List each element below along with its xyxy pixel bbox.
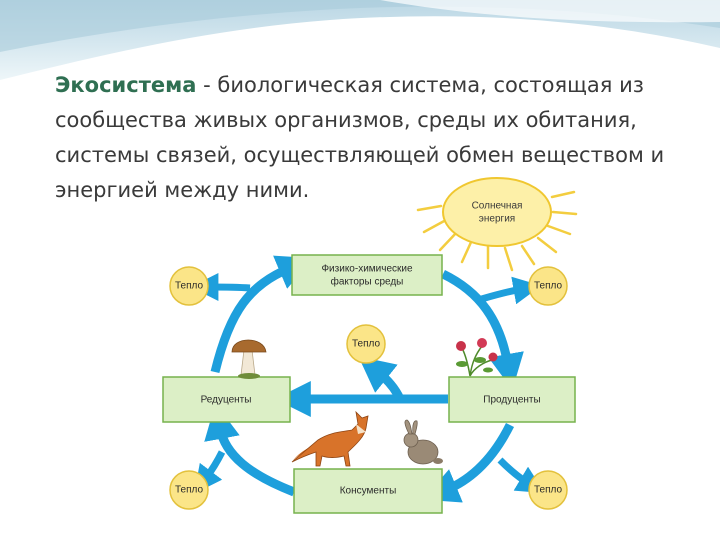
heat-circle-top-left: Тепло	[169, 266, 209, 306]
heat-circle-bottom-left: Тепло	[169, 470, 209, 510]
heat-label: Тепло	[175, 485, 203, 496]
mushroom-icon	[231, 339, 267, 379]
heat-label: Тепло	[534, 281, 562, 292]
rabbit-icon	[403, 419, 443, 465]
arrow-factors-to-producers	[441, 269, 524, 390]
arrow-factors-to-heat-right	[477, 276, 542, 305]
node-factors-label-line2: факторы среды	[331, 276, 404, 288]
definition-text: Экосистема - биологическая система, сост…	[55, 68, 705, 208]
arrow-consumers-to-reducers	[204, 403, 296, 497]
arrow-reducers-to-heat-bottom-left	[194, 450, 226, 494]
node-reducers: Редуценты	[162, 376, 291, 423]
sun-label-line2: энергия	[479, 214, 515, 225]
sun-icon: Солнечная энергия	[416, 177, 578, 272]
heat-circle-bottom-right: Тепло	[528, 470, 568, 510]
heat-circle-top-right: Тепло	[528, 266, 568, 306]
fox-icon	[291, 410, 369, 467]
node-reducers-label: Редуценты	[201, 395, 252, 406]
node-producers: Продуценты	[448, 376, 576, 423]
heat-label: Тепло	[175, 281, 203, 292]
sun-label-line1: Солнечная	[472, 201, 523, 212]
definition-body: - биологическая система, состоящая из со…	[55, 73, 665, 202]
node-consumers: Консументы	[293, 468, 443, 514]
definition-term: Экосистема	[55, 73, 197, 97]
node-consumers-label: Консументы	[340, 486, 397, 497]
heat-circle-center: Тепло	[346, 324, 386, 364]
heat-label: Тепло	[534, 485, 562, 496]
heat-label: Тепло	[352, 339, 380, 350]
node-factors-label-line1: Физико-химические	[321, 264, 413, 275]
arrow-reducers-to-factors	[210, 255, 314, 374]
plant-icon	[456, 338, 498, 377]
background-wave	[0, 0, 720, 110]
arrow-to-center-heat	[358, 356, 405, 401]
arrow-consumers-to-heat-bottom-right	[497, 457, 545, 494]
arrow-factors-to-heat-left	[190, 273, 251, 302]
node-factors: Физико-химические факторы среды	[291, 254, 443, 296]
node-producers-label: Продуценты	[483, 395, 540, 406]
arrow-producers-to-consumers	[422, 422, 515, 503]
